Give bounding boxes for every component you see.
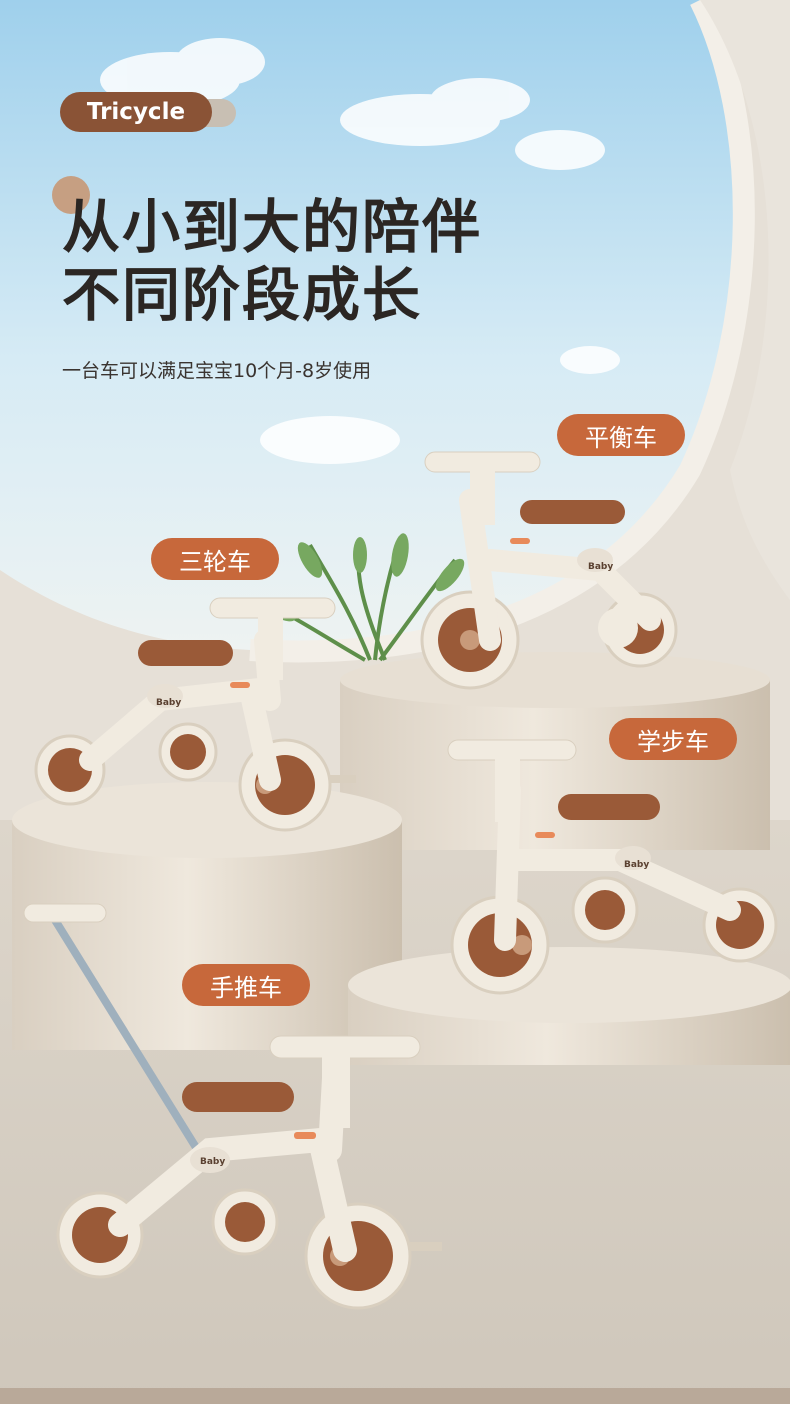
subtitle: 一台车可以满足宝宝10个月-8岁使用: [62, 360, 372, 382]
tricycle-bike: Baby: [34, 597, 356, 832]
svg-text:Baby: Baby: [624, 860, 649, 870]
headline-line-2: 不同阶段成长: [62, 261, 423, 329]
svg-text:Baby: Baby: [200, 1157, 225, 1167]
label-walker: 学步车: [609, 718, 737, 760]
title-accent-dot: [52, 176, 90, 214]
stroller-bike: Baby: [23, 903, 442, 1310]
product-tag: Tricycle: [60, 92, 212, 132]
label-tricycle: 三轮车: [151, 538, 279, 580]
label-balance-bike: 平衡车: [557, 414, 685, 456]
balance-bike: Baby: [420, 451, 678, 690]
walker-bike: Baby: [447, 739, 778, 995]
headline-line-1: 从小到大的陪伴: [62, 193, 483, 261]
svg-text:Baby: Baby: [588, 562, 613, 572]
label-stroller: 手推车: [182, 964, 310, 1006]
clouds: [100, 38, 620, 464]
svg-text:Baby: Baby: [156, 698, 181, 708]
